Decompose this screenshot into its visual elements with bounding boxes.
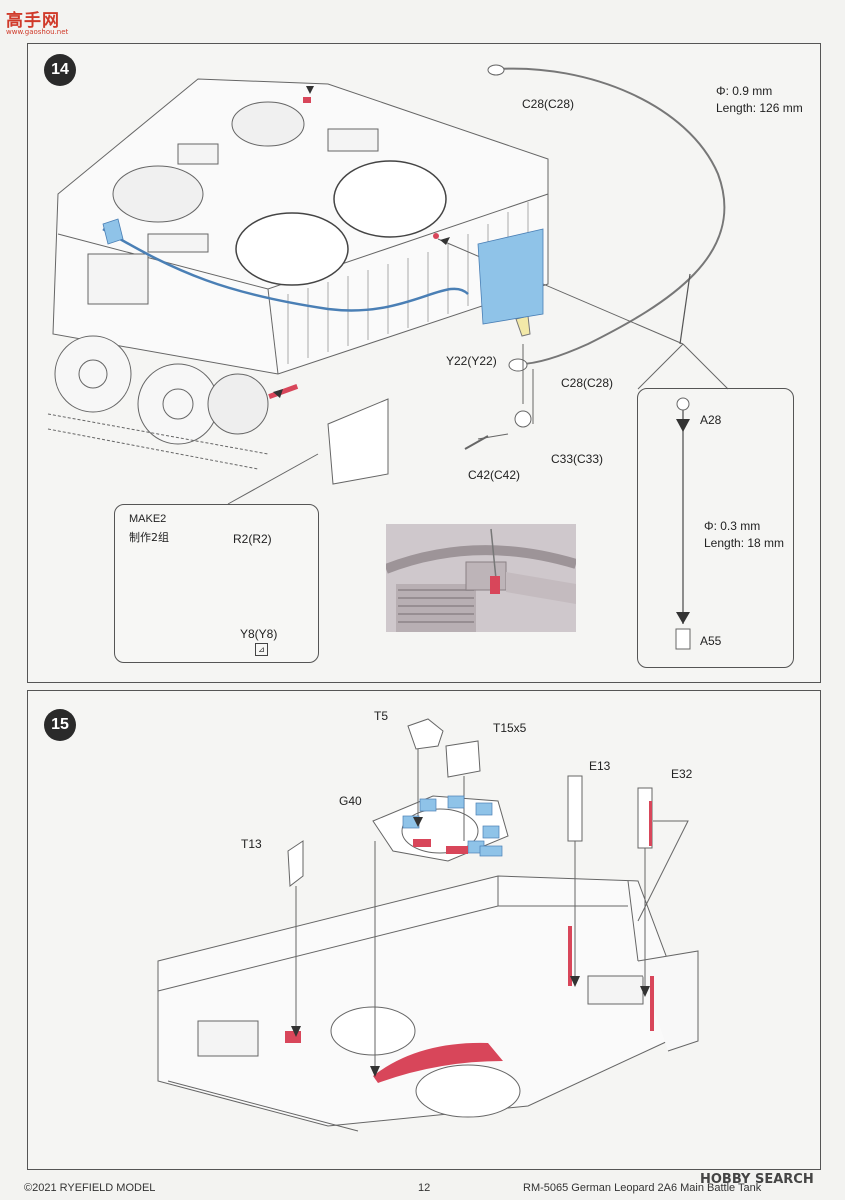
label-g40: G40 <box>339 794 362 808</box>
step-14-number: 14 <box>44 54 76 86</box>
reference-photo <box>386 524 576 632</box>
make-title-cn: 制作2组 <box>129 531 169 544</box>
label-antenna-diameter: Φ: 0.3 mm <box>704 519 761 533</box>
glue-icon: ⊿ <box>255 643 268 656</box>
label-t15x5: T15x5 <box>493 721 527 735</box>
watermark-logo: 高手网 www.gaoshou.net <box>6 6 76 38</box>
label-c42: C42(C42) <box>468 468 521 482</box>
label-e32: E32 <box>671 767 693 781</box>
label-t13: T13 <box>241 837 262 851</box>
label-t5: T5 <box>374 709 389 723</box>
label-r2: R2(R2) <box>233 532 272 546</box>
footer-copyright: ©2021 RYEFIELD MODEL <box>24 1182 156 1194</box>
footer-product: RM-5065 German Leopard 2A6 Main Battle T… <box>523 1182 762 1194</box>
label-c28-top: C28(C28) <box>522 97 575 111</box>
label-antenna-length: Length: 18 mm <box>704 536 785 550</box>
step-15-panel: 15 <box>27 690 821 1170</box>
label-cable-diameter: Φ: 0.9 mm <box>716 84 773 98</box>
make-title: MAKE2 <box>129 513 167 525</box>
label-y8: Y8(Y8) <box>240 627 278 641</box>
antenna-subpanel: A28 Φ: 0.3 mm Length: 18 mm A55 <box>637 388 794 668</box>
label-cable-length: Length: 126 mm <box>716 101 803 115</box>
step-14-illustration <box>47 64 729 650</box>
step-14-panel: 14 <box>27 43 821 683</box>
label-a28: A28 <box>700 413 722 427</box>
step-15-number: 15 <box>44 709 76 741</box>
watermark-url: www.gaoshou.net <box>6 28 69 36</box>
label-y22: Y22(Y22) <box>446 354 497 368</box>
step-15-illustration <box>157 718 699 1132</box>
label-a55: A55 <box>700 634 722 648</box>
hobby-search-logo: HOBBY SEARCH <box>700 1172 814 1187</box>
label-e13: E13 <box>589 759 611 773</box>
footer-page-number: 12 <box>418 1182 431 1194</box>
make-2-subpanel: MAKE2 制作2组 R2(R2) Y8(Y8) ⊿ <box>114 504 319 663</box>
label-c33: C33(C33) <box>551 452 604 466</box>
label-c28-bottom: C28(C28) <box>561 376 614 390</box>
watermark-chinese: 高手网 <box>6 11 60 31</box>
